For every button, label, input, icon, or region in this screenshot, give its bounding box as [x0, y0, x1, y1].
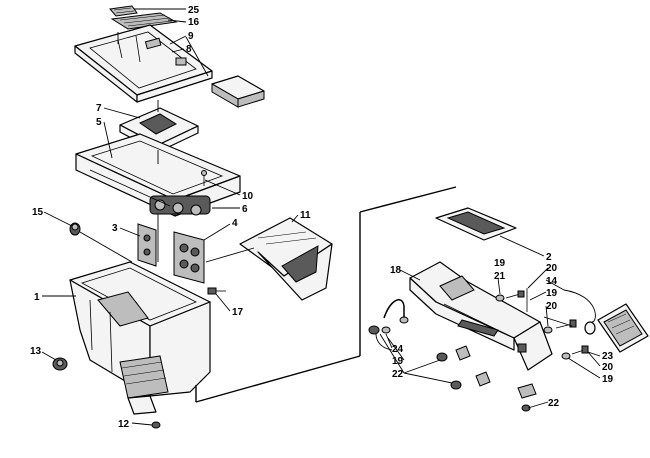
part-21-bolt: [505, 290, 525, 299]
part-1-airbox: [69, 261, 211, 415]
callout-3: 3: [112, 223, 118, 234]
callout-24: 24: [392, 344, 404, 355]
callout-5: 5: [96, 117, 102, 128]
callout-14: 14: [546, 276, 558, 287]
callout-22-a: 22: [392, 369, 404, 380]
callout-15: 15: [32, 207, 44, 218]
part-20-grommet-b: [455, 345, 491, 387]
leader-lines: [41, 8, 601, 426]
part-22-nut-b: [436, 352, 448, 362]
part-19-washer-d: [561, 352, 571, 360]
callout-19-d: 19: [602, 374, 614, 385]
part-19-washer-c: [543, 326, 553, 334]
part-24-strap: [383, 299, 409, 324]
part-20-bolt-c: [555, 319, 577, 329]
part-13-clamp: [52, 357, 68, 371]
part-10-screw: [201, 170, 207, 186]
detail-bracket: [195, 186, 457, 403]
callout-25: 25: [188, 5, 200, 16]
callout-16: 16: [188, 17, 200, 28]
part-8-filter: [211, 75, 265, 108]
callout-18: 18: [390, 265, 402, 276]
part-5-base-plate: [75, 133, 241, 217]
callout-7: 7: [96, 103, 102, 114]
part-22-nut-c: [450, 380, 462, 390]
part-17-bolt: [207, 287, 226, 295]
callout-13: 13: [30, 346, 42, 357]
callout-12: 12: [118, 419, 130, 430]
callout-20-b: 20: [546, 301, 558, 312]
part-19-washer-b: [495, 294, 505, 302]
part-9-lid: [74, 24, 213, 103]
part-3-gasket: [137, 223, 157, 267]
callout-4: 4: [232, 218, 238, 229]
callout-6: 6: [242, 204, 248, 215]
part-16-screen: [110, 12, 178, 30]
part-25-pad: [109, 5, 138, 17]
callout-22-b: 22: [548, 398, 560, 409]
callout-10: 10: [242, 191, 254, 202]
callout-23: 23: [602, 351, 614, 362]
callout-20-c: 20: [602, 362, 614, 373]
part-11-intake: [239, 217, 333, 301]
callout-17: 17: [232, 307, 244, 318]
part-12-plug: [151, 421, 161, 429]
callout-2: 2: [546, 252, 552, 263]
part-22-clip: [517, 383, 537, 399]
part-18-silencer: [409, 261, 553, 371]
callout-1: 1: [34, 292, 40, 303]
callout-11: 11: [300, 210, 311, 221]
part-2-seal: [435, 207, 517, 241]
part-15-grommet: [69, 222, 81, 236]
part-22-nut-a: [368, 325, 380, 335]
callout-19-b: 19: [546, 288, 558, 299]
part-20-bolt-d: [571, 345, 589, 355]
part-19-washer-a: [381, 326, 391, 334]
part-14-ring: [584, 321, 596, 335]
callout-9: 9: [188, 31, 194, 42]
callout-8: 8: [186, 44, 192, 55]
callout-21: 21: [494, 271, 506, 282]
callout-20-a: 20: [546, 263, 558, 274]
part-22-nut-d: [521, 404, 531, 412]
callout-labels: 25 16 9 8 7 5 10 6 15 3 4 11 1 17 13 12 …: [30, 5, 614, 430]
part-4-plate: [173, 231, 205, 284]
callout-19-c: 19: [392, 356, 404, 367]
part-23-filter: [597, 303, 649, 353]
callout-19-a: 19: [494, 258, 506, 269]
